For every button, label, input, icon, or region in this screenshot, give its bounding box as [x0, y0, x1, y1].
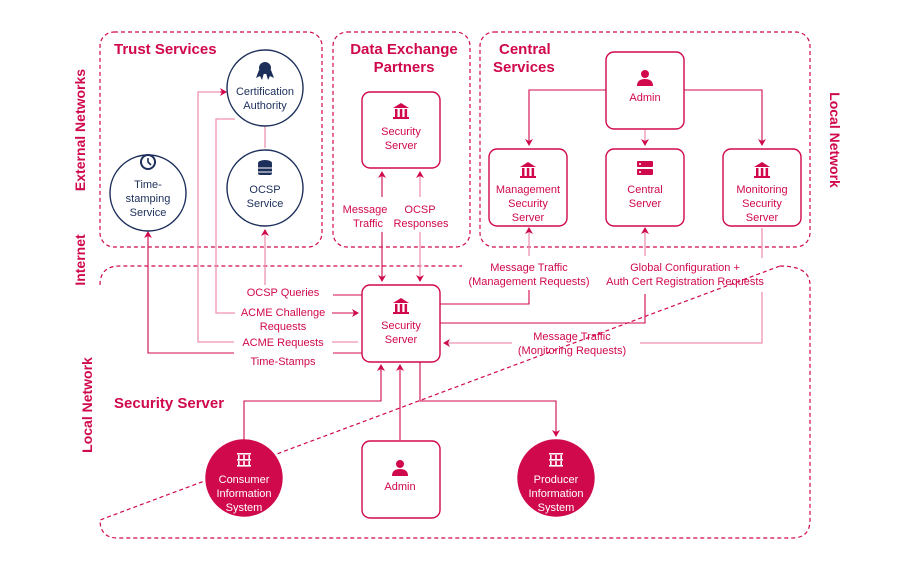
mgmt-ss-label-line2: Security: [508, 198, 548, 210]
edge-monitoring-requests: [640, 292, 763, 344]
edge-label-monitoring-line1: Message Traffic: [533, 331, 611, 343]
node-central-server[interactable]: Central Server: [605, 148, 685, 227]
side-label-local-network-left: Local Network: [79, 357, 95, 453]
edge-consumer-to-ss: [243, 364, 385, 442]
clock-icon: [140, 154, 156, 170]
side-label-local-network-right: Local Network: [827, 92, 843, 188]
edge-admin-to-management: [525, 89, 606, 146]
bank-icon: [520, 162, 536, 178]
edge-label-message-traffic-line2: Traffic: [353, 218, 383, 230]
node-central-admin[interactable]: Admin: [605, 51, 685, 130]
edge-label-acme-requests: ACME Requests: [242, 337, 324, 349]
edge-label-management-line1: Message Traffic: [490, 262, 568, 274]
producer-label-line2: Information: [528, 488, 583, 500]
edge-ss-to-producer: [419, 349, 560, 437]
edge-admin-to-monitoring: [684, 89, 766, 146]
mon-ss-label-line2: Security: [742, 198, 782, 210]
user-icon: [392, 460, 408, 476]
central-server-label-line2: Server: [629, 198, 662, 210]
database-icon: [258, 160, 272, 175]
node-timestamping-service[interactable]: Time- stamping Service: [109, 154, 187, 232]
edge-label-management-line2: (Management Requests): [468, 276, 589, 288]
edge-global-configuration: [440, 294, 646, 324]
edge-acme-challenge: [215, 118, 235, 314]
edge-label-time-stamps: Time-Stamps: [251, 356, 316, 368]
ocsp-label-line1: OCSP: [249, 184, 280, 196]
consumer-label-line1: Consumer: [219, 474, 270, 486]
ca-label-line1: Certification: [236, 86, 294, 98]
ts-label-line1: Time-: [134, 179, 162, 191]
node-consumer-information-system[interactable]: Consumer Information System: [205, 439, 283, 517]
partner-ss-label-line2: Server: [385, 140, 418, 152]
node-certification-authority[interactable]: Certification Authority: [226, 49, 304, 127]
node-monitoring-security-server[interactable]: Monitoring Security Server: [722, 148, 802, 227]
node-ocsp-service[interactable]: OCSP Service: [226, 149, 304, 227]
zone-title-data-exchange-line2: Partners: [374, 59, 435, 76]
server-icon: [637, 161, 653, 175]
edge-label-ocsp-queries: OCSP Queries: [247, 287, 320, 299]
zone-local-security-server: [99, 265, 811, 539]
ca-label-line2: Authority: [243, 100, 287, 112]
edge-label-ocsp-responses-line2: Responses: [393, 218, 449, 230]
zone-central-services: [479, 31, 811, 248]
zone-title-trust-services: Trust Services: [114, 41, 217, 58]
producer-label-line3: System: [538, 502, 575, 514]
ts-label-line2: stamping: [126, 193, 171, 205]
edge-label-global-config-line2: Auth Cert Registration Requests: [606, 276, 764, 288]
central-server-label-line1: Central: [627, 184, 662, 196]
producer-label-line1: Producer: [534, 474, 579, 486]
node-producer-information-system[interactable]: Producer Information System: [517, 439, 595, 517]
local-admin-label: Admin: [384, 481, 415, 493]
bank-icon: [393, 298, 409, 314]
mon-ss-label-line1: Monitoring: [736, 184, 787, 196]
node-local-admin[interactable]: Admin: [361, 440, 441, 519]
bank-icon: [754, 162, 770, 178]
ocsp-label-line2: Service: [247, 198, 284, 210]
partner-ss-label-line1: Security: [381, 126, 421, 138]
edge-label-acme-challenge-line1: ACME Challenge: [241, 307, 325, 319]
zone-title-central-line2: Services: [493, 59, 555, 76]
edge-time-stamps: [144, 231, 234, 354]
mgmt-ss-label-line3: Server: [512, 212, 545, 224]
zone-title-central-line1: Central: [499, 41, 551, 58]
zone-data-exchange-partners: [332, 31, 471, 248]
columns-icon: [237, 453, 251, 467]
consumer-label-line2: Information: [216, 488, 271, 500]
edge-management-requests: [440, 290, 530, 305]
zone-title-data-exchange-line1: Data Exchange: [350, 41, 458, 58]
bank-icon: [393, 103, 409, 119]
user-icon: [637, 70, 653, 86]
central-admin-label: Admin: [629, 92, 660, 104]
edge-label-global-config-line1: Global Configuration +: [630, 262, 740, 274]
edge-label-monitoring-line2: (Monitoring Requests): [518, 345, 626, 357]
mgmt-ss-label-line1: Management: [496, 184, 560, 196]
node-partner-security-server[interactable]: Security Server: [361, 91, 441, 169]
node-local-security-server[interactable]: Security Server: [361, 284, 441, 363]
ts-label-line3: Service: [130, 207, 167, 219]
mon-ss-label-line3: Server: [746, 212, 779, 224]
edge-label-ocsp-responses-line1: OCSP: [404, 204, 435, 216]
side-label-external-networks: External Networks: [72, 69, 88, 191]
edge-acme-requests-path: [197, 91, 234, 343]
local-ss-label-line1: Security: [381, 320, 421, 332]
local-ss-label-line2: Server: [385, 334, 418, 346]
edge-label-message-traffic-line1: Message: [343, 204, 388, 216]
side-label-internet: Internet: [72, 234, 88, 286]
zone-title-security-server: Security Server: [114, 395, 224, 412]
zone-trust-services: [99, 31, 323, 248]
columns-icon: [549, 453, 563, 467]
award-badge-icon: [256, 62, 274, 80]
node-management-security-server[interactable]: Management Security Server: [488, 148, 568, 227]
edge-label-acme-challenge-line2: Requests: [260, 321, 307, 333]
consumer-label-line3: System: [226, 502, 263, 514]
